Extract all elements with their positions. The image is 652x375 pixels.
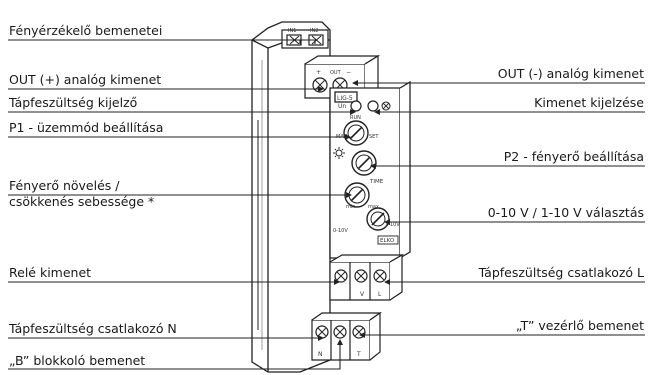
range-select-knob[interactable] bbox=[366, 207, 390, 231]
device-v110: 1-10V bbox=[385, 222, 400, 228]
output-led bbox=[367, 100, 379, 112]
label-supply-terminal-l: Tápfeszültség csatlakozó L bbox=[478, 265, 644, 280]
label-output-indicator: Kimenet kijelzése bbox=[534, 95, 644, 110]
label-range-select: 0-10 V / 1-10 V választás bbox=[487, 205, 644, 220]
middle-terminal-block bbox=[329, 253, 405, 301]
device-plus: + bbox=[316, 69, 321, 76]
device-out: OUT bbox=[330, 70, 342, 76]
device-v010: 0-10V bbox=[333, 228, 348, 234]
device-max: max bbox=[368, 204, 379, 210]
label-out-minus: OUT (-) analóg kimenet bbox=[497, 66, 644, 81]
device-run: RUN bbox=[350, 115, 361, 121]
device-min: min bbox=[346, 204, 355, 210]
device-set: SET bbox=[369, 134, 379, 140]
device-brand: ELKO bbox=[380, 238, 395, 244]
label-light-sensor-inputs: Fényérzékelő bemenetei bbox=[9, 23, 163, 38]
arrowheads bbox=[318, 80, 390, 345]
label-b-blocking-input: „B” blokkoló bemenet bbox=[9, 353, 146, 368]
label-p2-brightness: P2 - fényerő beállítása bbox=[503, 149, 644, 164]
device-term-t: T bbox=[356, 351, 361, 358]
device-term-n: N bbox=[318, 351, 323, 358]
p2-knob[interactable] bbox=[351, 150, 377, 176]
brand-plate bbox=[377, 235, 399, 245]
label-supply-terminal-n: Tápfeszültség csatlakozó N bbox=[9, 321, 177, 336]
label-out-plus: OUT (+) analóg kimenet bbox=[9, 72, 162, 87]
label-relay-output: Relé kimenet bbox=[9, 265, 92, 280]
device-in2: IN2 bbox=[310, 28, 318, 34]
label-t-control-input: „T” vezérlő bemenet bbox=[515, 318, 644, 333]
bottom-terminal-block bbox=[311, 311, 382, 361]
device-time: TIME bbox=[369, 179, 384, 185]
label-ramp-speed: Fényerő növelés / csökkenés sebessége * bbox=[9, 178, 155, 209]
device-model: LIG-5 bbox=[337, 95, 353, 102]
device-term-v: V bbox=[360, 291, 365, 298]
device-term-l: L bbox=[378, 291, 382, 298]
leader-lines bbox=[8, 39, 645, 370]
sun-icon bbox=[333, 147, 345, 159]
label-supply-indicator: Tápfeszültség kijelző bbox=[9, 95, 138, 110]
supply-led bbox=[350, 100, 362, 112]
label-p1-mode: P1 - üzemmód beállítása bbox=[9, 120, 164, 135]
device-in1: IN1 bbox=[288, 28, 296, 34]
p1-knob[interactable] bbox=[343, 120, 369, 146]
device-un: Un bbox=[338, 103, 346, 110]
device-minus: − bbox=[346, 69, 351, 76]
time-knob[interactable] bbox=[344, 182, 370, 208]
